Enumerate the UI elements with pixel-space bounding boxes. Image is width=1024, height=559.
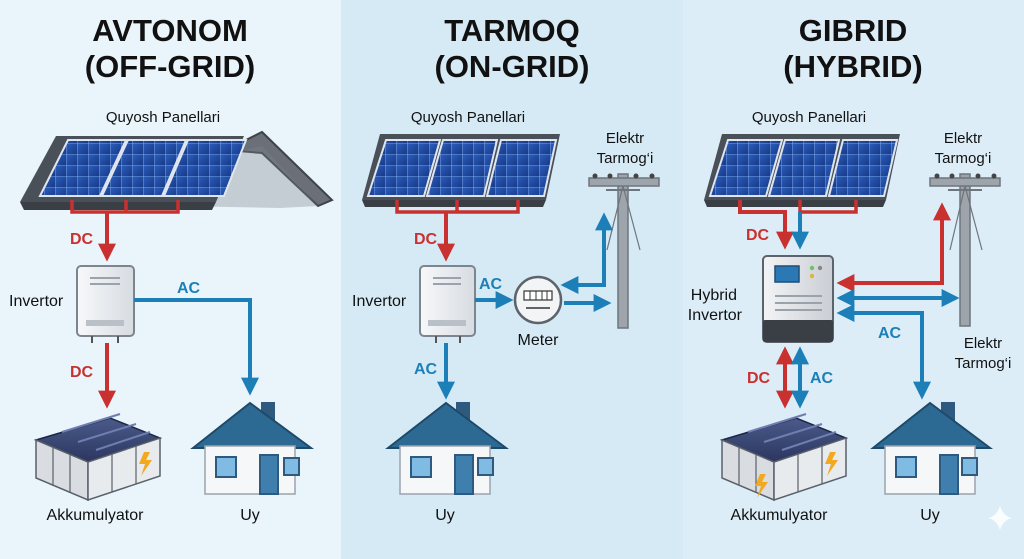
on-grid-meter-label: Meter [518, 332, 560, 349]
on-grid-inverter-label: Invertor [352, 293, 407, 310]
on-grid-solar-label: Quyosh Panellari [411, 109, 525, 126]
off-grid-dc-bottom-label: DC [70, 364, 94, 381]
hybrid-ac-right-label: AC [878, 325, 902, 342]
on-grid-ac-down-label: AC [414, 361, 438, 378]
off-grid-solar-label: Quyosh Panellari [106, 109, 220, 126]
off-grid-panel: AVTONOM (OFF-GRID) Quyosh Panellari DC [9, 13, 334, 524]
on-grid-panel: TARMOQ (ON-GRID) Quyosh Panellari DC Ele… [352, 13, 660, 524]
sparkle-icon [988, 506, 1012, 530]
inverter-icon [419, 265, 476, 343]
hybrid-grid-label2-line1: Elektr [964, 335, 1002, 352]
solar-panel-icon [704, 134, 900, 207]
solar-panel-icon [20, 136, 248, 210]
dc-arrow-panel-to-hybrid-inverter [738, 200, 794, 250]
hybrid-solar-label: Quyosh Panellari [752, 109, 866, 126]
meter-icon [513, 275, 563, 325]
hybrid-inverter-icon [762, 255, 834, 343]
hybrid-inverter-label-line1: Hybrid [691, 287, 737, 304]
on-grid-house-label: Uy [435, 507, 455, 524]
hybrid-battery-label: Akkumulyator [731, 507, 829, 524]
off-grid-battery-label: Akkumulyator [47, 507, 145, 524]
ac-arrow-meter-to-grid [560, 212, 613, 294]
house-icon [190, 401, 315, 495]
on-grid-grid-label-line1: Elektr [606, 130, 644, 147]
ac-arrow-inverter-to-house [134, 298, 259, 396]
on-grid-grid-label-line2: Tarmog‘i [597, 150, 654, 167]
utility-pole-icon [588, 173, 660, 329]
house-icon [870, 401, 993, 495]
ac-arrow-hybrid-to-house [836, 304, 931, 400]
on-grid-title-line2: (ON-GRID) [435, 49, 590, 84]
hybrid-title-line2: (HYBRID) [783, 49, 923, 84]
hybrid-inverter-label-line2: Invertor [688, 307, 743, 324]
off-grid-ac-label: AC [177, 280, 201, 297]
hybrid-ac-bottom-label: AC [810, 370, 834, 387]
off-grid-dc-top-label: DC [70, 231, 94, 248]
on-grid-dc-label: DC [414, 231, 438, 248]
off-grid-title-line2: (OFF-GRID) [85, 49, 255, 84]
utility-pole-icon [929, 173, 1001, 327]
hybrid-grid-label2-line2: Tarmog‘i [955, 355, 1012, 372]
inverter-icon [76, 265, 135, 343]
hybrid-dc-top-label: DC [746, 227, 770, 244]
solar-panel-icon [362, 134, 560, 207]
on-grid-ac-right-label: AC [479, 276, 503, 293]
house-icon [385, 401, 509, 495]
on-grid-title-line1: TARMOQ [444, 13, 579, 48]
dc-arrow-hybrid-to-grid [836, 202, 951, 292]
hybrid-grid-label-line2: Tarmog‘i [935, 150, 992, 167]
hybrid-dc-bottom-label: DC [747, 370, 771, 387]
battery-icon [33, 413, 163, 502]
off-grid-inverter-label: Invertor [9, 293, 64, 310]
off-grid-title-line1: AVTONOM [92, 13, 248, 48]
hybrid-house-label: Uy [920, 507, 940, 524]
hybrid-panel: GIBRID (HYBRID) Quyosh Panellari DC Elek… [688, 13, 1012, 530]
off-grid-house-label: Uy [240, 507, 260, 524]
hybrid-grid-label-line1: Elektr [944, 130, 982, 147]
hybrid-title-line1: GIBRID [799, 13, 908, 48]
battery-icon [719, 413, 849, 502]
